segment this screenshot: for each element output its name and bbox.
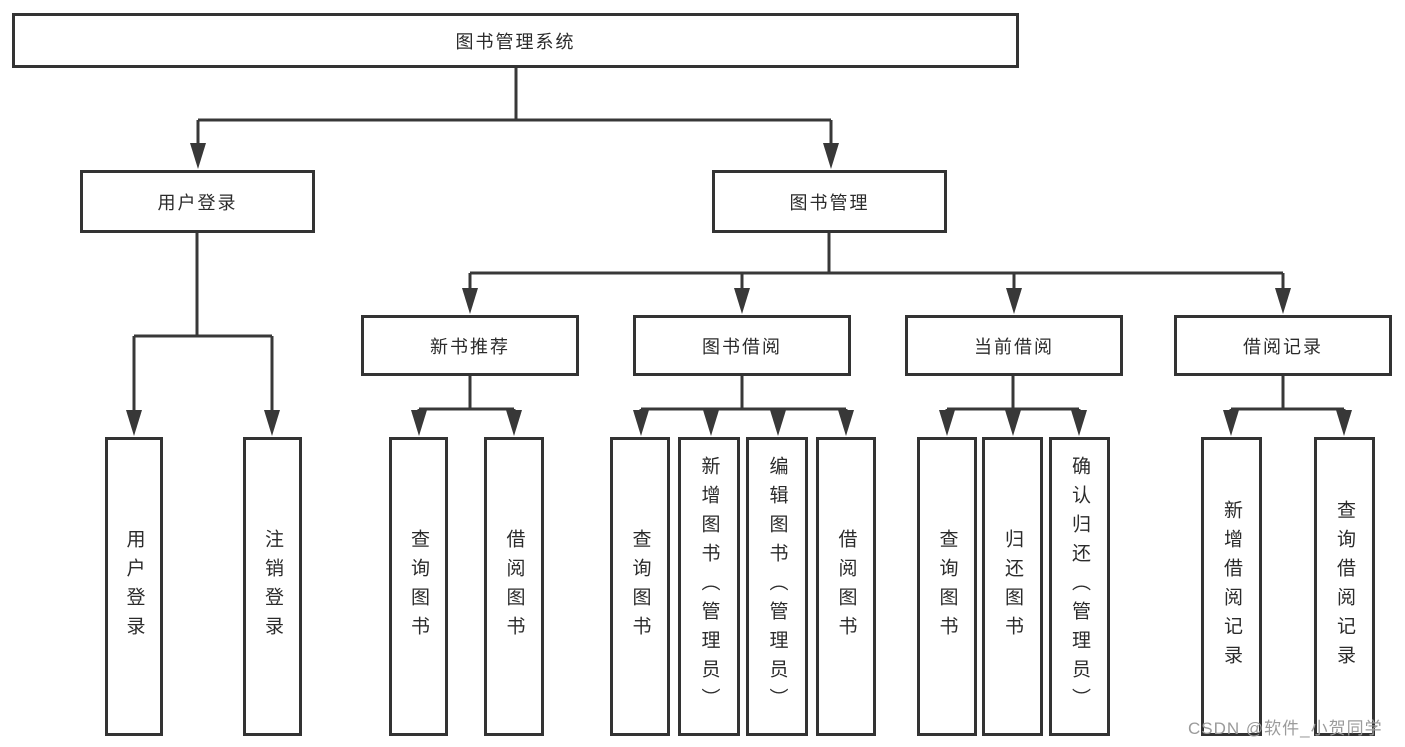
node-current-borrowing: 当前借阅 <box>905 315 1123 376</box>
leaf-add-borrowing-record: 新增借阅记录 <box>1201 437 1262 736</box>
leaf-search-borrowing-record: 查询借阅记录 <box>1314 437 1375 736</box>
leaf-confirm-return-admin: 确认归还（管理员） <box>1049 437 1110 736</box>
leaf-search-books-current: 查询图书 <box>917 437 977 736</box>
leaf-logout: 注销登录 <box>243 437 302 736</box>
node-new-book-recommendation: 新书推荐 <box>361 315 579 376</box>
node-book-borrowing: 图书借阅 <box>633 315 851 376</box>
leaf-edit-books-admin: 编辑图书（管理员） <box>746 437 808 736</box>
leaf-borrow-books-recommendation: 借阅图书 <box>484 437 544 736</box>
leaf-return-books: 归还图书 <box>982 437 1043 736</box>
leaf-borrow-books: 借阅图书 <box>816 437 876 736</box>
node-book-management: 图书管理 <box>712 170 947 233</box>
csdn-watermark: CSDN @软件_小贺同学 <box>1188 719 1383 738</box>
node-user-login: 用户登录 <box>80 170 315 233</box>
leaf-search-books-recommendation: 查询图书 <box>389 437 448 736</box>
leaf-search-books-borrowing: 查询图书 <box>610 437 670 736</box>
node-borrowing-records: 借阅记录 <box>1174 315 1392 376</box>
node-library-management-system: 图书管理系统 <box>12 13 1019 68</box>
leaf-user-login: 用户登录 <box>105 437 163 736</box>
leaf-add-books-admin: 新增图书（管理员） <box>678 437 740 736</box>
